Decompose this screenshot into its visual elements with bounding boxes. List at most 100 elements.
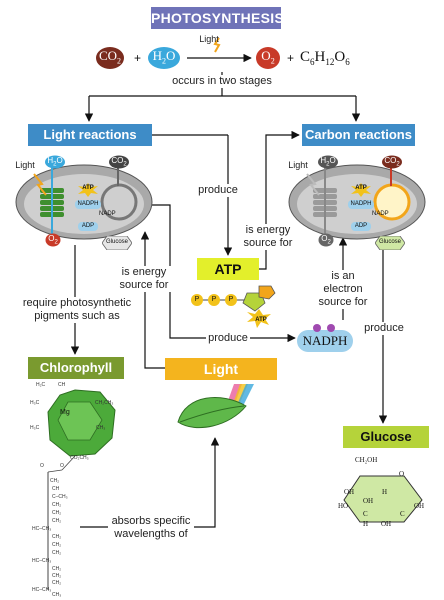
- formula-c: C: [300, 49, 311, 65]
- phosphate-3-label: P: [228, 296, 234, 303]
- left-glucose-hex-icon: [102, 236, 132, 250]
- formula-c-sub: 6: [310, 57, 315, 67]
- left-o2-icon: [45, 233, 61, 247]
- mg-label: Mg: [60, 409, 70, 416]
- absorbs-line1: absorbs specific: [111, 515, 191, 527]
- light-reactions-box: Light reactions: [28, 124, 152, 146]
- glucose-c-2: C: [400, 510, 405, 518]
- arrow-light-to-chloroplast: [140, 231, 165, 369]
- chl-label-6: CO₂CH₃: [70, 455, 89, 461]
- left-co2-label: CO2: [108, 156, 130, 168]
- glucose-c-1: C: [363, 510, 368, 518]
- chl-label-11: C–CH₃: [52, 494, 68, 500]
- electron-source-line2: electron: [323, 283, 363, 295]
- left-light-bolt-icon: [33, 173, 47, 196]
- right-o2-o: O: [321, 234, 328, 243]
- chl-label-19: HC–CH₃: [32, 558, 52, 564]
- formula-h-sub: 12: [325, 57, 335, 67]
- left-atp-burst-icon: [78, 183, 98, 197]
- right-co2-icon: [382, 155, 402, 169]
- chl-label-16: CH₂: [52, 534, 62, 540]
- leaf-with-light-icon: [177, 384, 254, 429]
- right-h2o-label: H2O: [317, 156, 339, 168]
- right-nadp-label: NADP: [372, 211, 389, 217]
- chl-label-21: CH₂: [52, 573, 62, 579]
- absorbs-line2: wavelengths of: [114, 528, 188, 540]
- light-box: Light: [165, 358, 277, 380]
- right-h2o-o: O: [329, 156, 336, 165]
- product1-label: O2: [255, 48, 281, 66]
- chl-label-20: CH₂: [52, 566, 62, 572]
- chl-label-13: CH₂: [52, 510, 62, 516]
- reactant1-label: CO2: [95, 48, 125, 66]
- product1-text: O: [261, 48, 271, 63]
- plus-sign-2: +: [287, 51, 295, 65]
- plus-sign-1: +: [134, 51, 142, 65]
- require-line1: require photosynthetic: [22, 297, 132, 309]
- right-atp-label: ATP: [355, 185, 367, 191]
- chl-label-23: HC–CH₃: [32, 587, 52, 593]
- product1-sub: 2: [270, 56, 275, 66]
- two-stages-caption: occurs in two stages: [172, 75, 272, 88]
- chl-label-7: O: [40, 463, 44, 469]
- energy-source-light-line2: source for: [119, 279, 169, 291]
- left-o2-sub: 2: [54, 239, 58, 246]
- right-atp-burst-icon: [351, 183, 371, 197]
- left-h2o-sub: 2: [53, 161, 57, 168]
- phosphate-1-label: P: [194, 296, 200, 303]
- right-glucose-hex-icon: [375, 236, 405, 250]
- right-nadph-label: NADPH: [348, 200, 374, 209]
- glucose-oh-2: OH: [363, 497, 374, 505]
- energy-source-atp-line2: source for: [243, 237, 293, 249]
- reactant2-text: H: [152, 48, 162, 63]
- left-o2-label: O2: [45, 234, 61, 246]
- chl-label-1: CH: [58, 382, 66, 388]
- left-nadph-label: NADPH: [75, 200, 101, 209]
- chl-label-24: CH₃: [52, 592, 62, 598]
- produce-nadph-label: produce: [206, 332, 250, 345]
- formula-o-sub: 6: [345, 57, 350, 67]
- energy-source-atp-line1: is energy: [245, 224, 291, 236]
- right-o2-icon: [318, 233, 334, 247]
- left-co2-c: CO: [111, 156, 124, 165]
- left-co2-sub: 2: [123, 161, 127, 168]
- glucose-oh-1: OH: [344, 488, 355, 496]
- chl-label-17: CH₂: [52, 542, 62, 548]
- require-line2: pigments such as: [34, 310, 120, 322]
- chl-label-0: H₂C: [36, 382, 46, 388]
- produce-glucose-label: produce: [362, 322, 406, 335]
- right-adp-label: ADP: [351, 222, 371, 231]
- carbon-reactions-box: Carbon reactions: [302, 124, 415, 146]
- chl-label-8: O: [60, 463, 64, 469]
- left-nadp-label: NADP: [99, 211, 116, 217]
- right-co2-c: CO: [384, 156, 397, 165]
- light-bolt-icon: [213, 37, 221, 53]
- chl-label-22: CH₂: [52, 580, 62, 586]
- chl-label-9: CH₂: [50, 478, 60, 484]
- nadph-label: NADPH: [302, 333, 348, 348]
- chl-label-4: H₃C: [30, 425, 40, 431]
- glucose-ring-diagram: [343, 475, 423, 523]
- reactant1-text: CO: [98, 48, 118, 63]
- glucose-o: O: [399, 470, 405, 478]
- right-light-bolt-icon: [306, 173, 320, 196]
- right-glucose-label: Glucose: [378, 239, 401, 245]
- right-o2-sub: 2: [327, 239, 331, 246]
- left-h2o-h: H: [47, 156, 54, 165]
- left-h2o-icon: [45, 155, 65, 169]
- chl-label-2: H₃C: [30, 400, 40, 406]
- nadph-blob-icon: [297, 324, 353, 352]
- atp-molecule-icon: [191, 285, 276, 328]
- right-light-label: Light: [288, 160, 308, 170]
- chl-label-14: CH₂: [52, 518, 62, 524]
- right-h2o-icon: [318, 155, 338, 169]
- chl-label-15: HC–CH₃: [32, 526, 52, 532]
- o2-molecule-icon: [256, 47, 280, 69]
- right-o2-label: O2: [318, 234, 334, 246]
- electron-source-line3: source for: [318, 296, 368, 308]
- chl-label-3: CH₂CH₃: [95, 400, 114, 406]
